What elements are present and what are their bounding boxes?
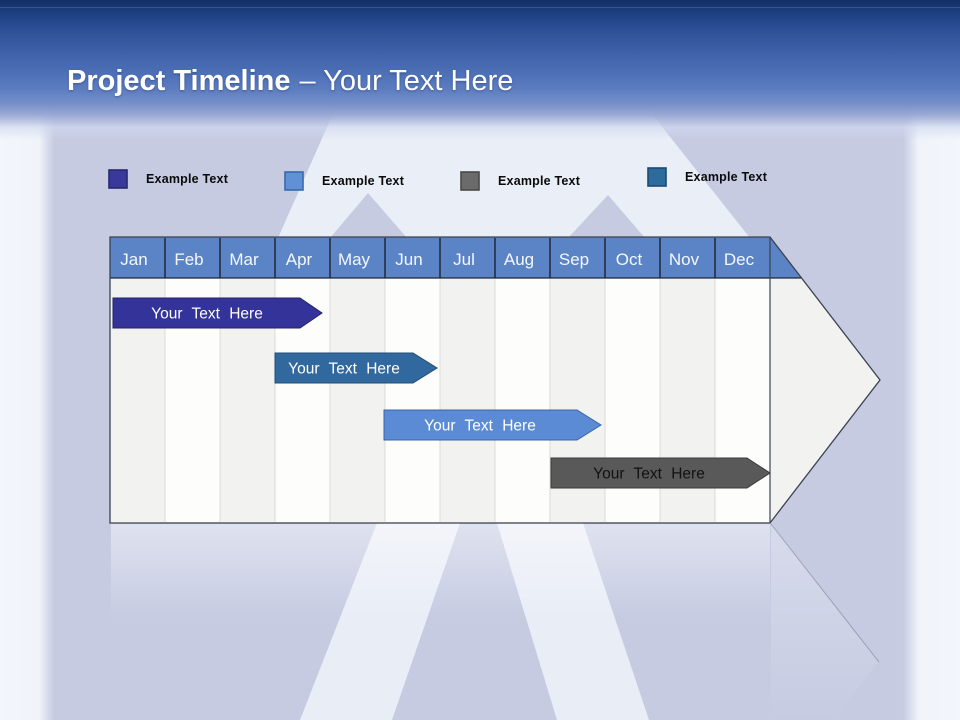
month-label: Jun: [395, 250, 422, 269]
timeline-bar-label: Your Text Here: [593, 466, 705, 483]
legend-label: Example Text: [498, 174, 581, 188]
month-header-row: [110, 237, 802, 278]
month-label: Dec: [724, 250, 755, 269]
legend-item: Example Text: [460, 171, 580, 191]
arrow-tip-reflection: [771, 524, 878, 720]
legend-swatch-icon: [460, 171, 480, 191]
timeline-bar-2: Your Text Here: [274, 352, 438, 384]
month-label: Mar: [229, 250, 259, 269]
table-reflection: [111, 524, 770, 619]
title-main: Project Timeline: [67, 65, 291, 97]
timeline-bar-label: Your Text Here: [288, 361, 400, 378]
month-label: Feb: [174, 250, 203, 269]
month-label: Nov: [669, 250, 700, 269]
title-suffix: – Your Text Here: [299, 65, 514, 97]
timeline-bar-4: Your Text Here: [550, 457, 771, 489]
legend-label: Example Text: [685, 170, 768, 184]
legend-item: Example Text: [284, 171, 404, 191]
timeline-column-lines: [164, 279, 716, 522]
month-label: Aug: [504, 250, 534, 269]
timeline-bar-1: Your Text Here: [112, 297, 323, 329]
legend-label: Example Text: [146, 172, 229, 186]
timeline-bar-shape: [550, 457, 771, 489]
legend-label: Example Text: [322, 174, 405, 188]
month-label: Jul: [453, 250, 475, 269]
legend-item: Example Text: [108, 169, 228, 189]
timeline-bar-shape: [274, 352, 438, 384]
arrow-tip-reflection-line: [770, 523, 880, 663]
header-band: [0, 0, 960, 140]
month-label: May: [338, 250, 371, 269]
legend-swatch-icon: [108, 169, 128, 189]
timeline-bar-label: Your Text Here: [151, 306, 263, 323]
timeline-bar-label: Your Text Here: [424, 418, 536, 435]
watermark-up-arrows: [278, 109, 750, 238]
timeline-bar-shape: [112, 297, 323, 329]
timeline-bar-shape: [383, 409, 602, 441]
month-label: Jan: [120, 250, 147, 269]
month-label: Apr: [286, 250, 313, 269]
month-label: Sep: [559, 250, 589, 269]
month-header-dividers: [164, 238, 716, 278]
timeline-arrow-outline: [109, 236, 881, 524]
month-label: Oct: [616, 250, 643, 269]
header-top-hairline: [0, 7, 960, 8]
legend-item: Example Text: [647, 167, 767, 187]
timeline-bar-3: Your Text Here: [383, 409, 602, 441]
legend-swatch-icon: [284, 171, 304, 191]
page-title: Project Timeline– Your Text Here: [67, 62, 513, 100]
legend-swatch-icon: [647, 167, 667, 187]
